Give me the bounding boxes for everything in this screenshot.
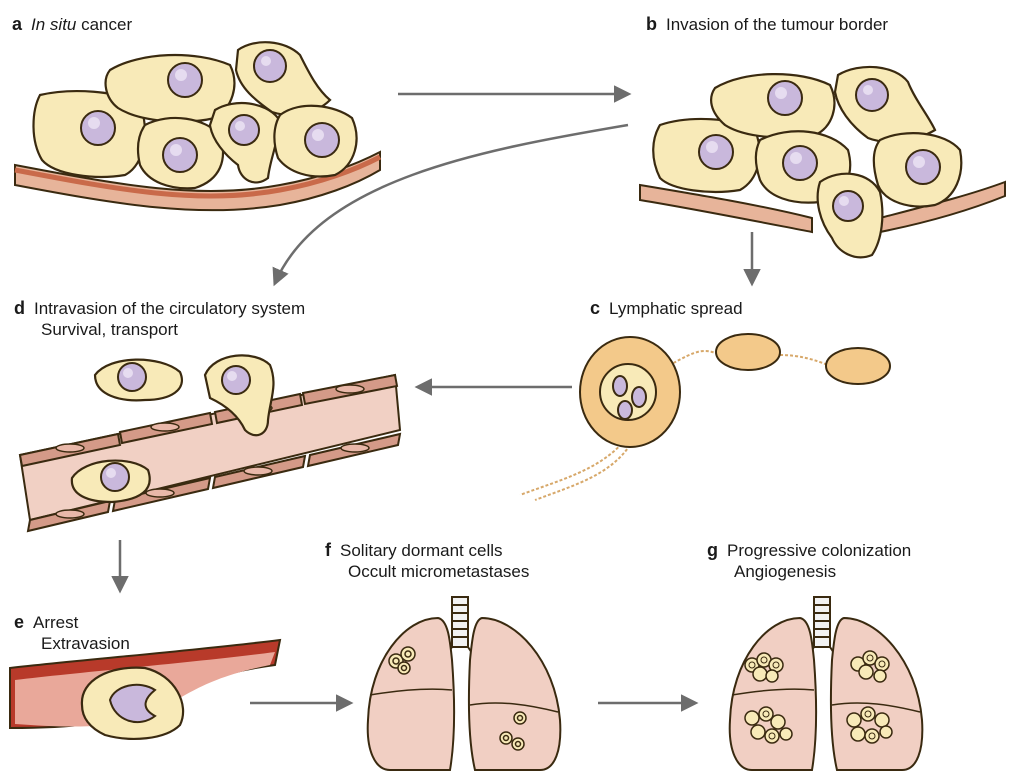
panel-c-illustration	[520, 334, 890, 500]
panel-e-illustration	[10, 640, 280, 739]
lymph-node	[580, 337, 680, 447]
right-lung	[831, 618, 922, 770]
panel-a-illustration	[15, 42, 380, 210]
arrested-cell	[82, 668, 183, 739]
lymph-node	[826, 348, 890, 384]
panel-letter: g	[707, 540, 718, 560]
panel-letter: c	[590, 298, 600, 318]
panel-letter: a	[12, 14, 22, 34]
panel-letter: f	[325, 540, 331, 560]
panel-letter: e	[14, 612, 24, 632]
tumour-cell	[711, 74, 834, 137]
tumour-cell	[874, 133, 962, 206]
panel-d-illustration	[20, 355, 400, 531]
panel-f-lungs	[368, 597, 561, 770]
invading-cell	[818, 174, 883, 258]
tumour-cell	[274, 106, 356, 177]
lymph-node	[716, 334, 780, 370]
panel-letter: d	[14, 298, 25, 318]
circulating-cell	[95, 360, 182, 401]
panel-b-illustration	[640, 67, 1005, 257]
panel-g-lungs	[730, 597, 923, 770]
panel-letter: b	[646, 14, 657, 34]
circulating-cell	[72, 461, 150, 502]
tumour-cell	[210, 103, 278, 182]
tumour-cell	[835, 67, 935, 142]
